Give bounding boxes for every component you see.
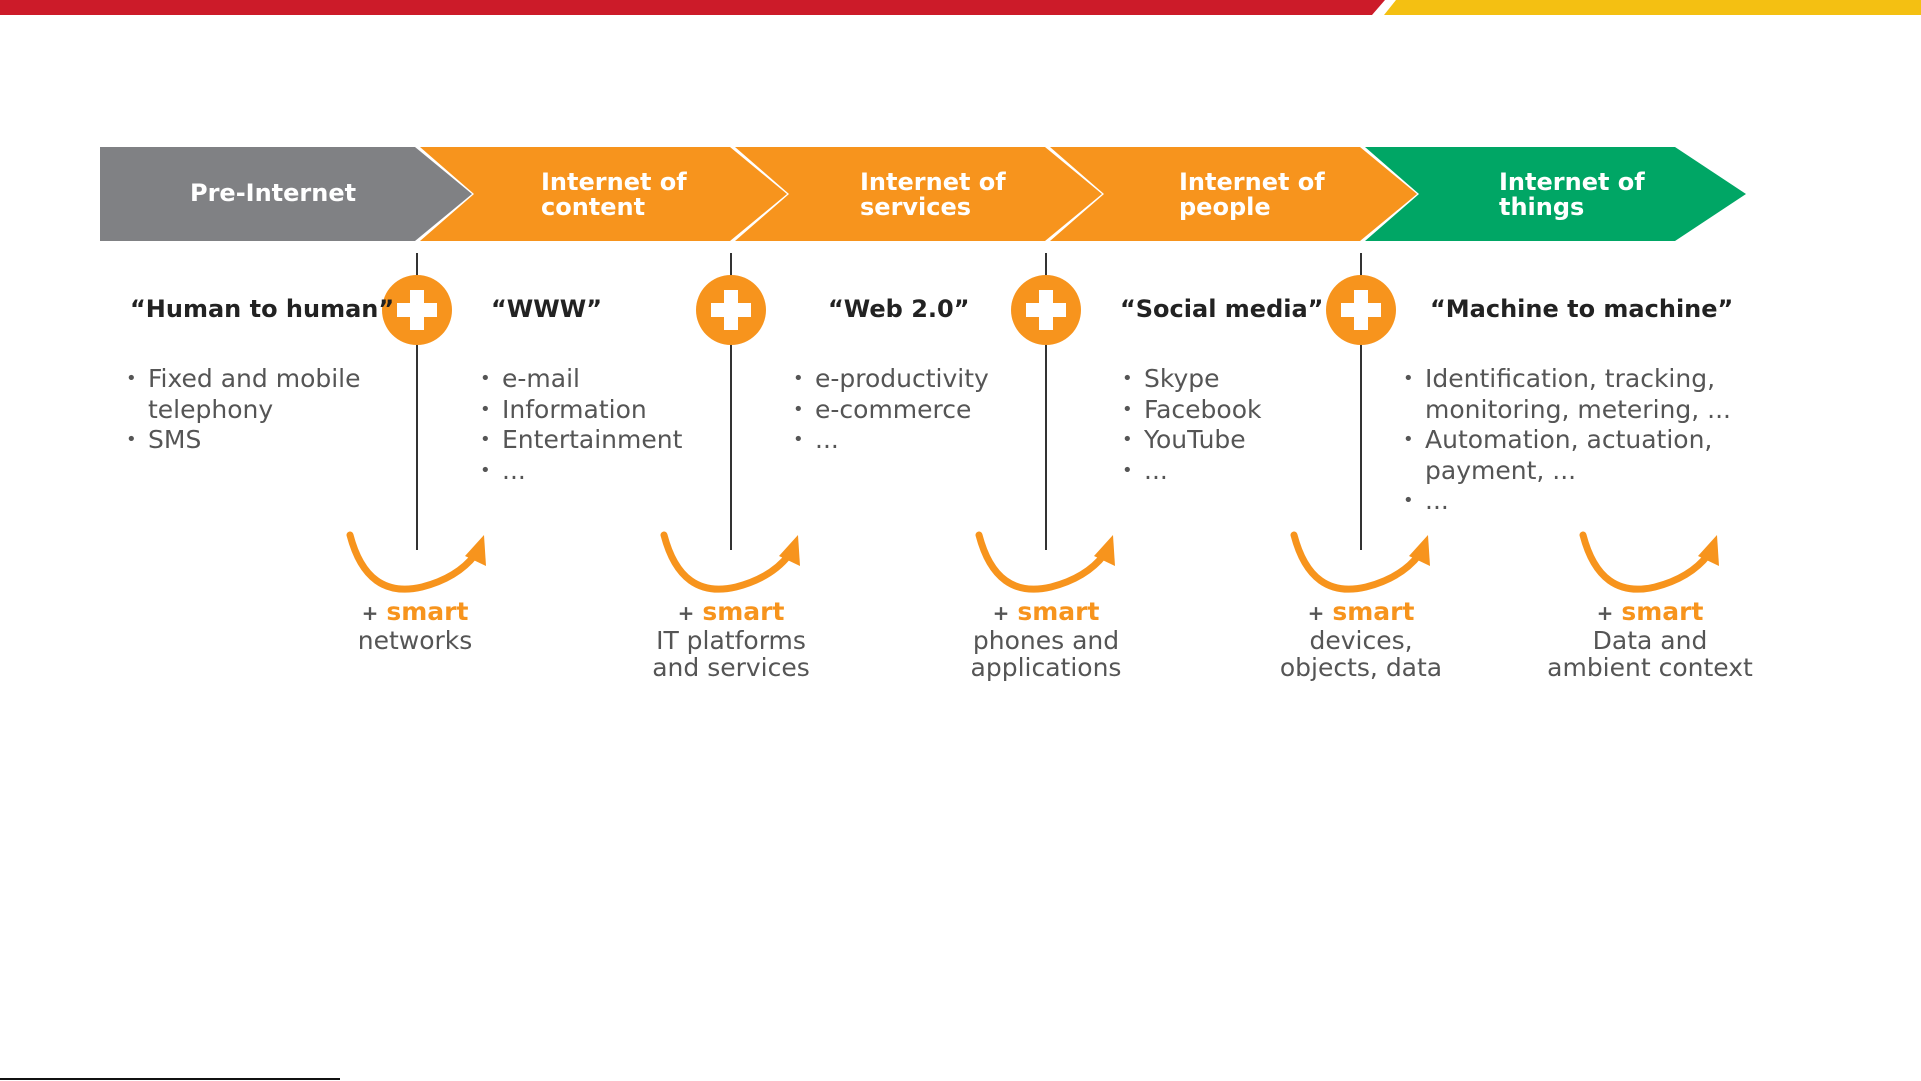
smart-line: networks [357,626,473,655]
footer-rule [0,1078,340,1080]
bullet-item: e-mail [480,364,682,395]
smart-word: smart [1017,597,1100,626]
top-yellow-bar [1384,0,1921,15]
smart-line: ambient context [1547,653,1753,682]
phase-arrow-services [735,147,1102,241]
bullet-item: ... [1122,456,1261,487]
bullet-item-continuation: payment, ... [1425,455,1577,485]
curved-arrow-icon [660,531,793,593]
column-heading-m2m: “Machine to machine” [1430,295,1734,323]
curved-arrow-icon [346,531,479,593]
bullet-item: Entertainment [480,425,682,456]
smart-label-devices: + smart devices, objects, data [1231,598,1491,681]
curved-arrow-icon [1579,531,1712,593]
column-heading-social-media: “Social media” [1120,295,1324,323]
plus-sign: + [992,601,1010,625]
arrowhead-icon [1094,535,1115,566]
bullet-list-www: e-mail Information Entertainment ... [480,364,682,486]
plus-bar-v [1354,290,1368,330]
bullet-item: Information [480,395,682,426]
bullet-item: e-productivity [793,364,989,395]
bullet-item: ... [1403,486,1731,517]
bullet-item: Facebook [1122,395,1261,426]
phase-arrow-content [420,147,787,241]
arrowhead-icon [779,535,800,566]
smart-line: IT platforms [656,626,806,655]
plus-sign: + [1596,601,1614,625]
arrowhead-icon [1698,535,1719,566]
bullet-item: Fixed and mobile [126,364,361,395]
smart-line: applications [970,653,1122,682]
smart-label-phones: + smart phones and applications [916,598,1176,681]
bullet-list-social-media: Skype Facebook YouTube ... [1122,364,1261,486]
bullet-item: Identification, tracking, [1403,364,1731,395]
arrowhead-icon [1409,535,1430,566]
bullet-item: ... [480,456,682,487]
plus-bar-v [724,290,738,330]
smart-word: smart [1332,597,1415,626]
smart-label-data: + smart Data and ambient context [1520,598,1780,681]
bullet-list-web20: e-productivity e-commerce ... [793,364,989,456]
smart-line: objects, data [1279,653,1443,682]
column-heading-www: “WWW” [491,295,602,323]
bullet-item: e-commerce [793,395,989,426]
smart-line: devices, [1309,626,1413,655]
plus-sign: + [361,601,379,625]
curved-arrow-icon [1290,531,1423,593]
top-red-bar [0,0,1385,15]
bullet-list-m2m: Identification, tracking, monitoring, me… [1403,364,1731,517]
smart-word: smart [1621,597,1704,626]
bullet-item-continuation: monitoring, metering, ... [1425,394,1731,424]
smart-label-it-platforms: + smart IT platforms and services [601,598,861,681]
arrowhead-icon [465,535,486,566]
smart-line: Data and [1592,626,1708,655]
phase-arrow-people [1050,147,1417,241]
column-heading-human-to-human: “Human to human” [130,295,395,323]
smart-line: phones and [972,626,1120,655]
plus-sign: + [1307,601,1325,625]
bullet-list-human-to-human: Fixed and mobile telephony SMS [126,364,361,456]
phase-label-pre-internet: Pre-Internet [190,179,357,207]
smart-label-networks: + smart networks [285,598,545,654]
bullet-item: Automation, actuation, [1403,425,1731,456]
smart-line: and services [652,653,810,682]
curved-arrow-icon [975,531,1108,593]
smart-word: smart [386,597,469,626]
plus-bar-v [410,290,424,330]
bullet-item: Skype [1122,364,1261,395]
bullet-item: ... [793,425,989,456]
bullet-item: SMS [126,425,361,456]
column-heading-web20: “Web 2.0” [828,295,970,323]
bullet-item-continuation: telephony [148,394,274,424]
phase-arrow-pre-internet [100,147,472,241]
plus-sign: + [677,601,695,625]
plus-bar-v [1039,290,1053,330]
phase-arrow-things [1365,147,1746,241]
smart-word: smart [702,597,785,626]
bullet-item: YouTube [1122,425,1261,456]
